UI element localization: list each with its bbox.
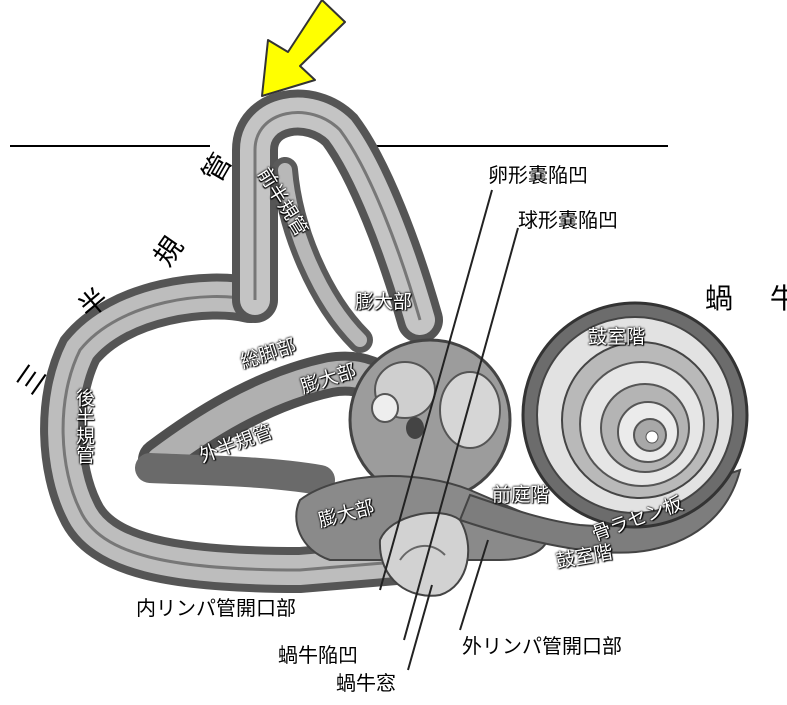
posterior-canal-label: 後半規管 (74, 388, 93, 464)
utricle-recess-label: 卵形嚢陥凹 (488, 165, 588, 185)
saccule-recess-label: 球形嚢陥凹 (518, 210, 618, 230)
cochlear-recess-label: 蝸牛陥凹 (278, 645, 358, 665)
outer-perilymph-label: 外リンパ管開口部 (462, 636, 622, 656)
cochlea-label: 蝸 牛 (705, 285, 787, 313)
round-window-label: 蝸牛窓 (336, 673, 396, 693)
scala-vestibuli-label: 前庭階 (492, 486, 549, 505)
inner-perilymph-label: 内リンパ管開口部 (136, 598, 296, 618)
scala-tympani-top-label: 鼓室階 (588, 328, 645, 347)
ampulla-top-label: 膨大部 (355, 293, 412, 312)
leader-round-window (408, 585, 432, 670)
yellow-arrow-icon (262, 0, 345, 96)
